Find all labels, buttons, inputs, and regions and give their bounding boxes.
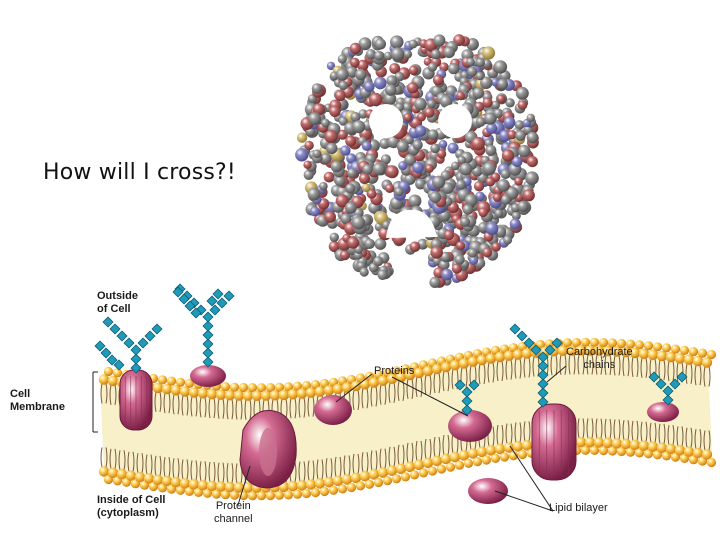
outside-of-cell-label: Outside of Cell — [97, 290, 138, 315]
right-eye — [438, 104, 472, 138]
slide-caption: How will I cross?! — [43, 160, 236, 185]
left-eye — [369, 104, 403, 138]
membrane-proteins — [119, 365, 679, 504]
mouth-gap — [386, 209, 437, 238]
protein-channel-label: Protein channel — [214, 500, 253, 525]
lipid-bilayer-label: Lipid bilayer — [549, 502, 608, 514]
inside-of-cell-label: Inside of Cell (cytoplasm) — [97, 494, 166, 519]
label-leader-lines — [92, 365, 567, 512]
carbohydrate-chains — [94, 283, 688, 416]
cell-membrane-label: Cell Membrane — [10, 388, 66, 413]
proteins-label: Proteins — [374, 365, 415, 377]
carbohydrate-chains-label: Carbohydrate chains — [566, 346, 633, 371]
